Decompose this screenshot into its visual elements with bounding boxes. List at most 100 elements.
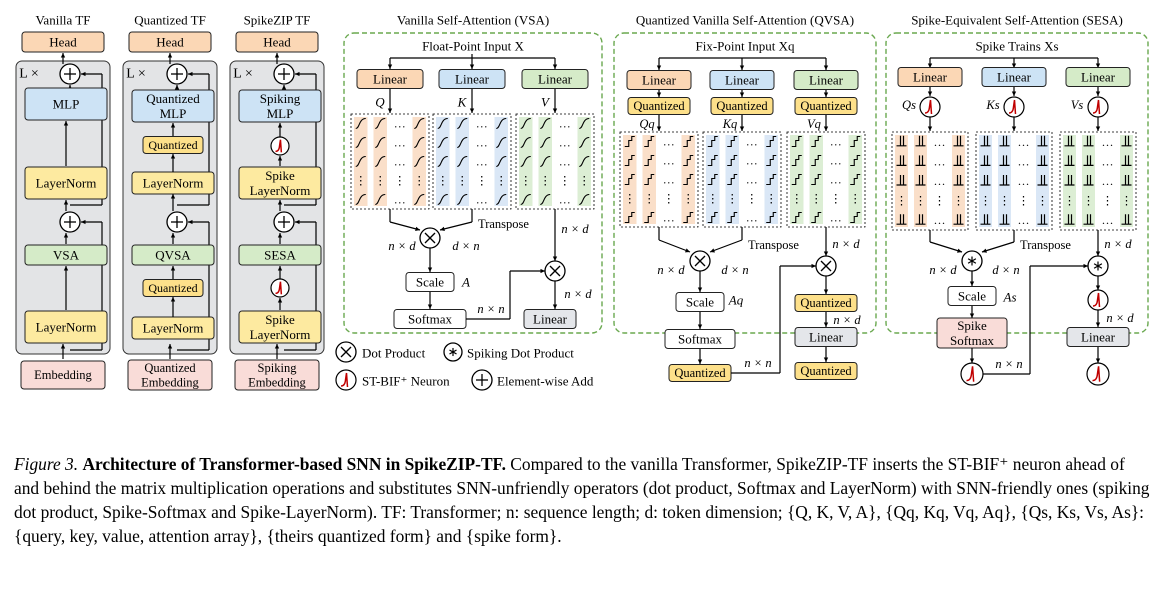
neuron-top-sesa-1-spike — [1008, 99, 1017, 115]
quant-top-qvsa-0-label: Quantized — [633, 99, 685, 113]
embedding-box-vanilla-label: Embedding — [34, 368, 92, 382]
embedding-box-quantized — [127, 359, 213, 391]
matrix-vsa-1-curve-glyph — [457, 136, 468, 149]
matrix-vsa-1-curve-glyph — [496, 193, 507, 206]
connector-arrowhead — [957, 248, 962, 253]
mlp-box-vanilla — [24, 87, 108, 121]
matrix-sesa-2-ellipsis: ⋮ — [1064, 194, 1076, 208]
connector — [658, 239, 691, 253]
caption-label: Figure 3. — [14, 454, 79, 474]
matrix-sesa-1-spike-glyph — [1037, 155, 1048, 166]
matrix-sesa-1-ellipsis: … — [1018, 154, 1030, 168]
dim-nd-qvsa: n × d — [657, 263, 685, 277]
matrix-vsa-2-ellipsis: ⋮ — [559, 174, 571, 188]
connector-arrowhead — [277, 266, 283, 271]
connector-arrowhead — [552, 108, 558, 113]
linear-box-qvsa-0-label: Linear — [642, 73, 677, 88]
matrix-vsa-1-ellipsis: … — [476, 155, 488, 169]
connector-arrowhead — [1095, 91, 1101, 96]
matrix-vsa-1-ellipsis: … — [476, 117, 488, 131]
linear-box-qvsa-1-label: Linear — [725, 73, 760, 88]
a-label-vsa: A — [461, 275, 470, 290]
matrix-vsa-1-ellipsis: ⋮ — [495, 174, 507, 188]
mlp-box-spikezip-label: Spiking — [260, 91, 301, 106]
matrix-qvsa-1-step-glyph — [707, 173, 718, 186]
matrix-sesa-0-spike-glyph — [953, 135, 964, 147]
matrix-sesa-2-spike-glyph — [1121, 175, 1132, 186]
neuron-2-spikezip-spike — [275, 281, 283, 295]
matrix-vsa-0-column — [373, 117, 387, 206]
matrix-sesa-0-ellipsis: … — [934, 213, 946, 227]
legend-dot-product-label: Dot Product — [362, 346, 426, 361]
attn-box-vanilla-label: VSA — [53, 248, 80, 263]
matrix-sesa-2-ellipsis: ⋮ — [1102, 194, 1114, 208]
matrix-vsa-2-curve-glyph — [520, 117, 531, 130]
out-linear-sesa-label: Linear — [1081, 330, 1116, 345]
matrix-qvsa-1-ellipsis: … — [746, 173, 758, 187]
matrix-qvsa-0-ellipsis: … — [663, 135, 675, 149]
matrix-vsa-1-curve-glyph — [457, 193, 468, 206]
matrix-sesa-2-spike-glyph — [1083, 135, 1094, 147]
linear-box-vsa-0 — [356, 69, 424, 89]
connector-arrowhead — [739, 92, 745, 97]
add-connector-arrowhead — [174, 85, 180, 90]
matrix-qvsa-2-column — [848, 135, 862, 224]
connector-arrowhead — [469, 108, 475, 113]
matrix-vsa-1-ellipsis: … — [476, 136, 488, 150]
mlp-box-spikezip — [238, 89, 322, 123]
matrix-sesa-0-column — [914, 135, 927, 227]
matrix-sesa-2-column — [1082, 135, 1095, 227]
panel-input-vsa: Float-Point Input X — [422, 39, 524, 54]
matrix-sesa-1-ellipsis: ⋮ — [999, 194, 1011, 208]
connector-arrowhead — [170, 194, 176, 199]
matrix-qvsa-2-step-glyph — [850, 173, 861, 186]
linear-box-qvsa-2 — [793, 70, 859, 90]
qkv-label-qvsa-2: Vq — [807, 117, 821, 131]
matrix-vsa-2-column — [519, 117, 533, 206]
qkv-label-sesa-2: Vs — [1071, 98, 1084, 112]
matrix-qvsa-2-ellipsis: … — [830, 154, 842, 168]
linear-box-sesa-0-label: Linear — [913, 70, 948, 85]
matrix-vsa-0-curve-glyph — [355, 136, 366, 149]
head-box-vanilla-label: Head — [49, 35, 77, 50]
linear-box-qvsa-1 — [709, 70, 775, 90]
connector-arrowhead — [823, 289, 829, 294]
dim-dn-vsa: d × n — [452, 239, 479, 253]
matrix-qvsa-0-ellipsis: ⋮ — [682, 192, 694, 206]
matrix-sesa-1-spike-glyph — [999, 214, 1010, 225]
connector-arrowhead — [1083, 263, 1088, 269]
embedding-box-spikezip — [234, 359, 320, 391]
spiking-dot-product-1-sesa-glyph — [967, 258, 977, 264]
out-linear-qvsa — [794, 327, 858, 347]
quant-box-2-quantized — [142, 279, 204, 297]
dim-nn-qvsa: n × n — [744, 356, 771, 370]
connector-arrowhead — [387, 108, 393, 113]
matrix-vsa-0-curve-glyph — [375, 117, 386, 130]
connector-arrowhead — [170, 297, 176, 302]
dim-dn-qvsa: d × n — [721, 263, 748, 277]
matrix-qvsa-0-step-glyph — [644, 154, 655, 167]
connector-arrowhead — [170, 123, 176, 128]
scale-box-vsa-label: Scale — [416, 275, 444, 290]
quant-box-2-quantized-label: Quantized — [148, 281, 197, 295]
matrix-vsa-1-ellipsis: … — [476, 193, 488, 207]
matrix-vsa-0-ellipsis: ⋮ — [374, 174, 386, 188]
connector-arrowhead — [927, 91, 933, 96]
quant-out-qvsa — [794, 362, 858, 380]
matrix-qvsa-2-step-glyph — [791, 211, 802, 224]
matrix-sesa-0-ellipsis: … — [934, 154, 946, 168]
matrix-vsa-1-ellipsis: ⋮ — [437, 174, 449, 188]
linear-box-vsa-2-label: Linear — [538, 72, 573, 87]
matrix-qvsa-1-ellipsis: ⋮ — [707, 192, 719, 206]
matrix-qvsa-2-step-glyph — [791, 154, 802, 167]
matrix-qvsa-1-step-glyph — [707, 135, 718, 148]
a-label-qvsa: Aq — [728, 293, 744, 308]
embedding-box-vanilla — [20, 360, 106, 390]
matrix-qvsa-2-step-glyph — [811, 154, 822, 167]
matrix-sesa-1-column — [1036, 135, 1049, 227]
legend-spiking-dot-product-icon-glyph — [449, 349, 457, 355]
matrix-qvsa-1-column — [706, 135, 720, 224]
matrix-qvsa-2-ellipsis: … — [830, 211, 842, 225]
connector-arrowhead — [656, 126, 662, 131]
connector-arrowhead — [1011, 63, 1017, 68]
